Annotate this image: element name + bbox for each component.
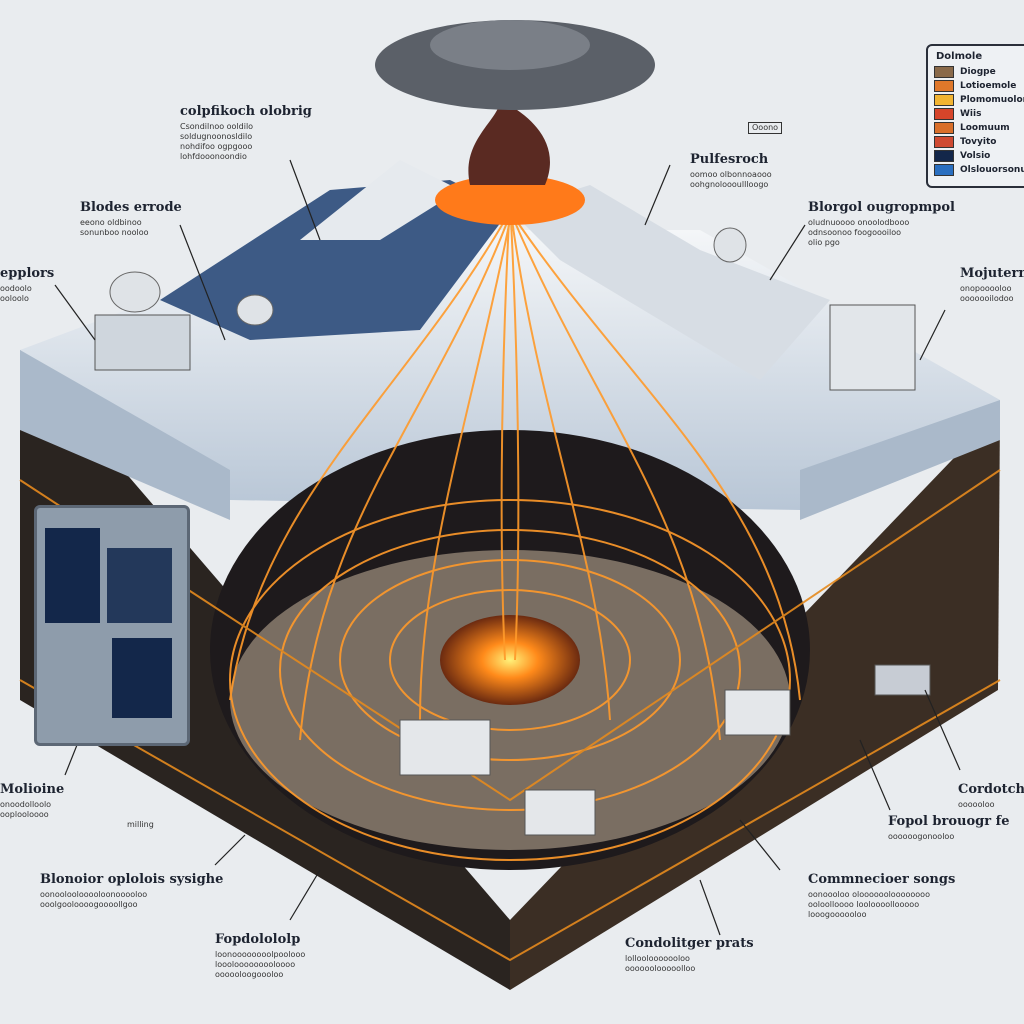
callout-title: Condolitger prats	[625, 936, 754, 951]
legend-item: Diogpe	[934, 65, 1024, 79]
callout-text: lolloolooooooloo oooooolooooolloo	[625, 954, 696, 973]
legend-swatch	[934, 66, 954, 78]
legend-swatch	[934, 80, 954, 92]
legend-label: Lotioemole	[960, 81, 1017, 91]
screen-thumbnail	[107, 548, 172, 623]
milling-caption: milling	[127, 820, 154, 829]
legend-label: Volsio	[960, 151, 991, 161]
legend-swatch	[934, 94, 954, 106]
underground-unit	[399, 719, 491, 776]
callout-title: Commnecioer songs	[808, 872, 956, 887]
callout-text: onopooooloo ooooooilodoo	[960, 284, 1014, 303]
screen-thumbnail	[112, 638, 172, 718]
magma-lines	[19, 219, 1001, 962]
legend-swatch	[934, 108, 954, 120]
mountain-right	[510, 185, 830, 380]
legend-item: Wiis	[934, 107, 1024, 121]
callout-text: oomoo olbonnoaooo oohgnoloooullloogo	[690, 170, 772, 189]
legend-swatch	[934, 136, 954, 148]
callout-title: Cordotche	[958, 782, 1024, 797]
legend-item: Olslouorsonu	[934, 163, 1024, 177]
magma-core	[440, 615, 580, 705]
legend-item: Plomomuolon	[934, 93, 1024, 107]
callout-text: oludnuoooo onoolodbooo odnsoonoo foogooo…	[808, 218, 910, 247]
callout-title: Molioine	[0, 782, 65, 797]
callout-text: Csondilnoo ooldilo soldugnoonosldilo noh…	[180, 122, 254, 161]
callout-title: Blorgol ougropmpol	[808, 200, 955, 215]
legend-label: Olslouorsonu	[960, 165, 1024, 175]
station-building-right	[829, 304, 916, 391]
station-building-left	[94, 314, 191, 371]
satellite-dish	[109, 271, 161, 313]
callout-text: oonooloolooooloonooooloo ooolgooloooogoo…	[40, 890, 148, 909]
legend-label: Diogpe	[960, 67, 996, 77]
monitoring-screen-panel	[34, 505, 190, 746]
callout-title: Blodes errode	[80, 200, 182, 215]
screen-thumbnail	[45, 528, 100, 623]
callout-title: Pulfesroch	[690, 152, 769, 167]
callout-title: Blonoior oplolois sysighe	[40, 872, 224, 887]
callout-text: oooooogonooloo	[888, 832, 955, 841]
callout-text: eeono oldbinoo sonunboo nooloo	[80, 218, 149, 237]
legend-item: Lotioemole	[934, 79, 1024, 93]
legend-item: Tovyito	[934, 135, 1024, 149]
callout-text: oooooloo	[958, 800, 995, 809]
callout-text: oodoolo ooloolo	[0, 284, 32, 303]
legend-label: Loomuum	[960, 123, 1010, 133]
legend-title: Dolmole	[936, 51, 983, 62]
legend-label: Wiis	[960, 109, 982, 119]
legend-item: Volsio	[934, 149, 1024, 163]
callout-title: colpfikoch olobrig	[180, 104, 312, 119]
callout-title: epplors	[0, 266, 55, 281]
legend-swatch	[934, 122, 954, 134]
callout-title: Fopdolololp	[215, 932, 301, 947]
legend-label: Plomomuolon	[960, 95, 1024, 105]
callout-text: onoodolloolo ooplooloooo	[0, 800, 52, 819]
callout-text: oonoooloo olooooooloooooooo ooloolloooo …	[808, 890, 930, 919]
crater	[435, 175, 585, 225]
callout-title: Fopol brouogr fe	[888, 814, 1010, 829]
callout-text: loonoooooooolpoolooo looolooooooooloooo …	[215, 950, 306, 979]
small-button-label: Ooono	[748, 122, 783, 134]
legend-swatch	[934, 150, 954, 162]
legend-swatch	[934, 164, 954, 176]
legend-label: Tovyito	[960, 137, 997, 147]
legend-item: Loomuum	[934, 121, 1024, 135]
